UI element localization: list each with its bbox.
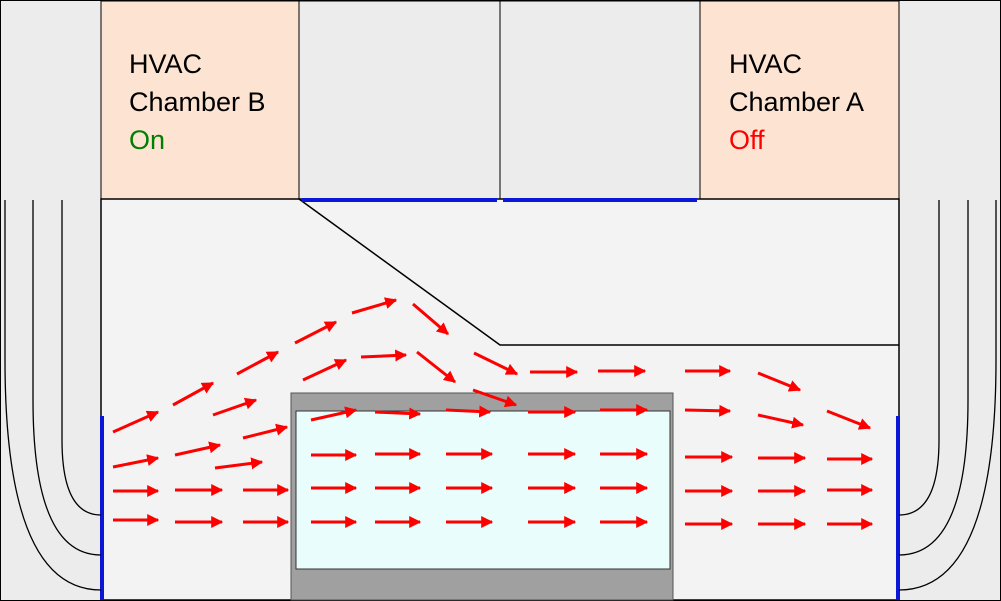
right-duct-curve-3 — [898, 200, 940, 516]
red-arrow-icon — [174, 441, 222, 457]
left-duct-curve-2 — [32, 200, 102, 556]
chamber-b-status: On — [129, 125, 166, 155]
duct-left-box — [298, 0, 501, 200]
ceiling-ramp — [298, 198, 899, 346]
chamber-b-label: HVAC Chamber B On — [129, 45, 266, 159]
red-arrow-icon — [412, 302, 449, 336]
red-arrow-icon — [473, 351, 519, 376]
chamber-a-name-line1: HVAC — [729, 49, 803, 79]
red-arrow-icon — [826, 409, 872, 430]
red-arrow-icon — [236, 350, 280, 376]
chamber-b-name-line1: HVAC — [129, 49, 203, 79]
left-duct-curve-3 — [61, 200, 102, 516]
right-duct-curve-2 — [898, 200, 969, 556]
red-arrow-icon — [374, 407, 422, 420]
red-arrow-icon — [294, 320, 338, 345]
red-arrow-icon — [351, 297, 398, 315]
airflow-arrows — [112, 297, 874, 530]
left-duct-curves — [4, 200, 102, 591]
red-arrow-icon — [445, 405, 492, 418]
red-arrow-icon — [757, 371, 802, 392]
duct-right-box — [499, 0, 701, 200]
red-arrow-icon — [112, 454, 160, 469]
chamber-a-label: HVAC Chamber A Off — [729, 45, 864, 159]
right-duct-curves — [898, 200, 997, 591]
object-inner — [295, 410, 671, 570]
chamber-a-status: Off — [729, 125, 765, 155]
red-arrow-icon — [310, 406, 358, 422]
red-arrow-icon — [242, 423, 289, 440]
red-arrow-icon — [757, 413, 805, 429]
chamber-a-box — [699, 0, 900, 200]
chamber-a-name-line2: Chamber A — [729, 87, 865, 117]
right-duct-curve-1 — [898, 200, 997, 591]
left-duct-curve-1 — [4, 200, 102, 591]
red-arrow-icon — [416, 350, 456, 384]
red-arrow-icon — [112, 410, 160, 434]
chamber-b-box — [100, 0, 300, 200]
red-arrow-icon — [302, 358, 348, 382]
red-arrow-icon — [360, 349, 408, 362]
red-arrow-icon — [172, 381, 215, 407]
red-arrow-icon — [212, 397, 258, 417]
red-arrow-icon — [684, 404, 732, 417]
red-arrow-icon — [472, 388, 518, 408]
chamber-b-name-line2: Chamber B — [129, 87, 266, 117]
red-arrow-icon — [214, 457, 264, 470]
